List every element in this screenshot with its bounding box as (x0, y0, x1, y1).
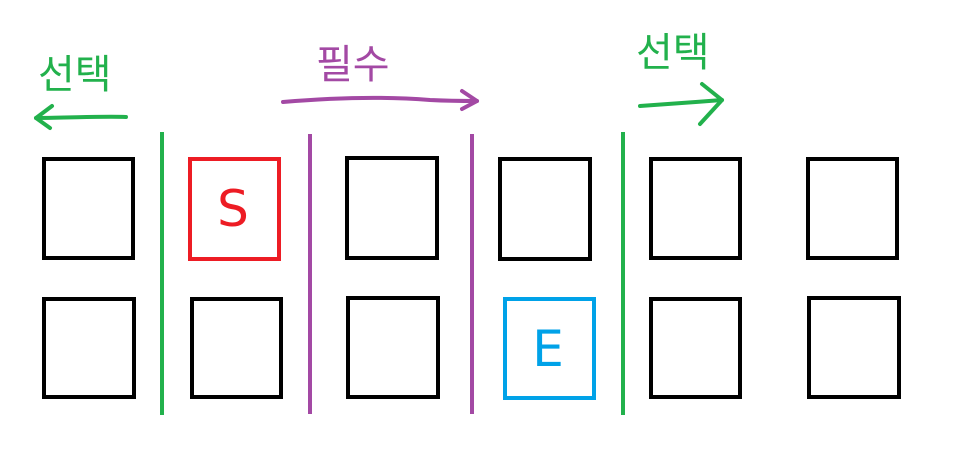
start-marker: S (217, 180, 249, 238)
cell-r1-c3 (345, 156, 439, 260)
middle-required-label: 필수 (316, 42, 390, 88)
cell-r2-c3 (346, 296, 440, 399)
cell-r2-c2 (190, 297, 283, 399)
cell-r1-c6 (806, 157, 899, 260)
cell-r2-c6 (807, 296, 901, 399)
middle-arrow (281, 89, 479, 111)
left-optional-label: 선택 (38, 52, 112, 98)
cell-r2-c4-end (503, 297, 596, 400)
cell-r2-c5 (649, 297, 742, 399)
cell-r1-c2-start (188, 157, 281, 261)
right-optional-label: 선택 (636, 30, 710, 76)
end-marker: E (532, 320, 564, 378)
cell-r2-c1 (42, 297, 136, 399)
right-arrow (638, 82, 724, 126)
cell-r1-c1 (42, 157, 135, 260)
cell-r1-c5 (649, 157, 742, 260)
cell-r1-c4 (498, 157, 592, 261)
left-arrow (34, 104, 128, 130)
